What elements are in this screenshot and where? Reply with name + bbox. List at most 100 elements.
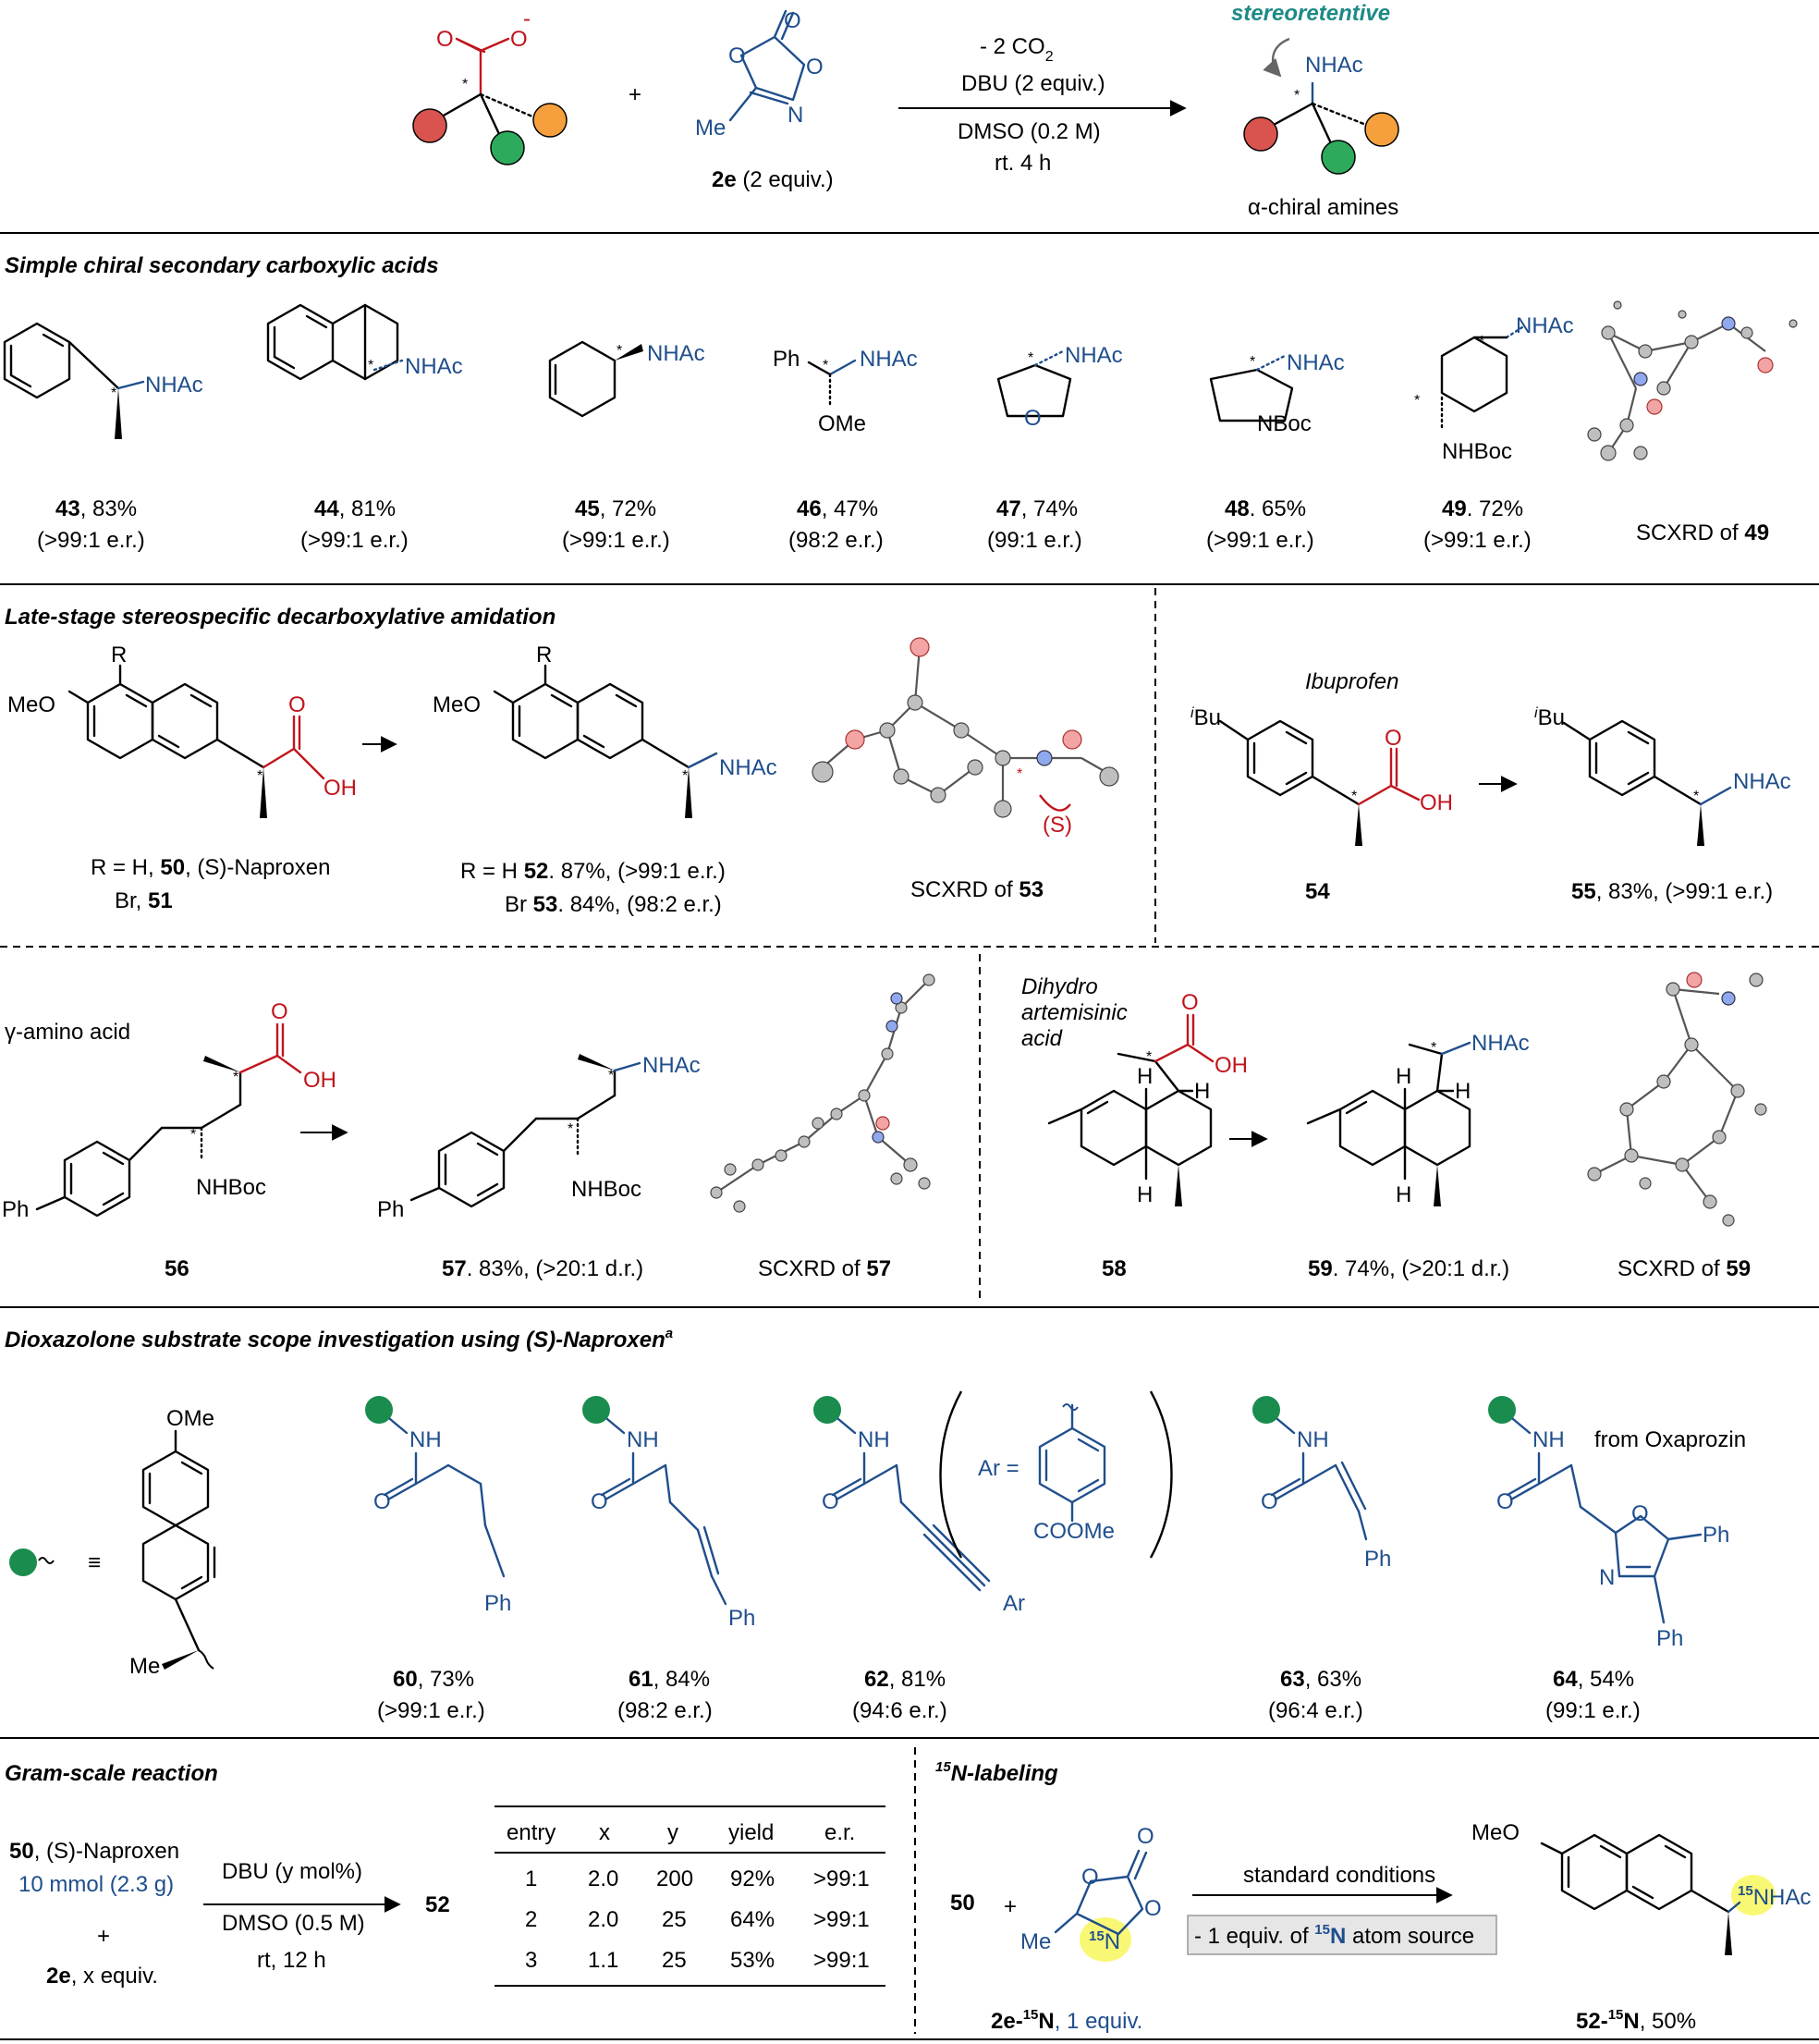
svg-text:Me: Me <box>129 1654 160 1679</box>
svg-text:Ph: Ph <box>1703 1523 1729 1548</box>
svg-text:O: O <box>1496 1489 1514 1514</box>
svg-text:NHAc: NHAc <box>860 347 918 372</box>
table-cell: 2.0 <box>588 1867 618 1891</box>
svg-text:(>99:1 e.r.): (>99:1 e.r.) <box>37 528 145 553</box>
svg-text:15NHAc: 15NHAc <box>1738 1883 1811 1910</box>
crystal-structure-59 <box>1587 972 1767 1227</box>
svg-text:50: 50 <box>950 1891 975 1915</box>
section1-title: Simple chiral secondary carboxylic acids <box>5 253 439 278</box>
svg-text:2e, x equiv.: 2e, x equiv. <box>46 1964 158 1989</box>
svg-text:*: * <box>233 1070 238 1085</box>
svg-text:58: 58 <box>1102 1256 1127 1281</box>
svg-text:OH: OH <box>324 776 357 801</box>
svg-text:*: * <box>1479 334 1484 349</box>
svg-text:45, 72%: 45, 72% <box>575 496 656 521</box>
svg-text:H: H <box>1137 1182 1153 1207</box>
table-cell: >99:1 <box>813 1907 870 1932</box>
svg-text:MeO: MeO <box>7 692 55 717</box>
svg-text:46, 47%: 46, 47% <box>797 496 878 521</box>
svg-text:Ph: Ph <box>773 347 800 372</box>
svg-text:SCXRD of 57: SCXRD of 57 <box>758 1256 891 1281</box>
svg-text:O: O <box>1261 1489 1278 1514</box>
ibuprofen-amide-structure: iBu NHAc * <box>1534 705 1791 846</box>
svg-text:Ph: Ph <box>377 1197 404 1222</box>
svg-text:artemisinic: artemisinic <box>1021 1000 1128 1025</box>
table-cell: 3 <box>525 1948 537 1973</box>
svg-text:(99:1 e.r.): (99:1 e.r.) <box>987 528 1082 553</box>
svg-text:63, 63%: 63, 63% <box>1280 1667 1361 1692</box>
svg-text:*: * <box>111 386 116 401</box>
svg-text:H: H <box>1194 1079 1210 1104</box>
svg-text:MeO: MeO <box>1471 1820 1520 1845</box>
svg-text:15N-labeling: 15N-labeling <box>935 1759 1058 1786</box>
svg-text:iBu: iBu <box>1190 705 1221 730</box>
svg-text:DBU (y mol%): DBU (y mol%) <box>222 1859 362 1884</box>
svg-text:Me: Me <box>1020 1929 1051 1954</box>
svg-text:NH: NH <box>627 1427 659 1452</box>
svg-text:Ph: Ph <box>484 1591 511 1616</box>
svg-text:NHAc: NHAc <box>642 1053 701 1078</box>
reagent-2e-id: 2e <box>712 167 737 192</box>
compound-62: NH O Ar <box>813 1396 1025 1616</box>
svg-text:OMe: OMe <box>818 411 866 436</box>
table-header: e.r. <box>824 1820 855 1845</box>
svg-text:*: * <box>608 1068 614 1083</box>
dioxazolone-15n: O O O 15N Me <box>1020 1824 1162 1962</box>
svg-text:OH: OH <box>1420 790 1453 815</box>
table-header: entry <box>507 1820 555 1845</box>
svg-text:R = H, 50, (S)-Naproxen: R = H, 50, (S)-Naproxen <box>91 855 330 880</box>
svg-text:(>99:1 e.r.): (>99:1 e.r.) <box>377 1698 485 1723</box>
svg-text:standard conditions: standard conditions <box>1243 1863 1435 1888</box>
svg-text:SCXRD of 59: SCXRD of 59 <box>1618 1256 1751 1281</box>
svg-text:H: H <box>1396 1064 1411 1089</box>
carboxylate-o-minus: O <box>510 27 528 52</box>
svg-text:15N: 15N <box>1089 1928 1120 1954</box>
ibuprofen-structure: Ibuprofen iBu O OH * <box>1190 669 1453 846</box>
table-cell: 1 <box>525 1867 537 1891</box>
svg-text:N: N <box>787 103 803 128</box>
green-substituent-circle <box>490 130 525 165</box>
table-cell: >99:1 <box>813 1948 870 1973</box>
svg-text:*: * <box>1414 393 1420 409</box>
naproxen-dot <box>9 1548 37 1576</box>
svg-text:(>99:1 e.r.): (>99:1 e.r.) <box>562 528 670 553</box>
svg-text:10 mmol (2.3 g): 10 mmol (2.3 g) <box>18 1872 174 1897</box>
15n-highlight <box>1080 1917 1131 1962</box>
svg-text:NHAc: NHAc <box>1516 313 1574 338</box>
section-simple-acids: Simple chiral secondary carboxylic acids… <box>3 253 1798 553</box>
svg-text:- 1 equiv. of 15N atom source: - 1 equiv. of 15N atom source <box>1194 1922 1474 1949</box>
svg-text:64, 54%: 64, 54% <box>1553 1667 1634 1692</box>
plus-sign: + <box>629 82 641 107</box>
section5-title: Gram-scale reaction <box>5 1761 218 1786</box>
orange-substituent-circle <box>532 103 568 138</box>
svg-text:(>99:1 e.r.): (>99:1 e.r.) <box>1423 528 1532 553</box>
svg-text:DMSO (0.5 M): DMSO (0.5 M) <box>222 1911 365 1936</box>
compound-59: H H H * NHAc <box>1306 1031 1530 1207</box>
svg-text:O: O <box>784 8 801 33</box>
section-15n-labeling: 15N-labeling 50 + O O O 15N Me 2e-15N, 1… <box>935 1759 1811 2034</box>
section-dha: Dihydro artemisinic acid H H H * O OH <box>1021 972 1767 1281</box>
compound-56: Ph * NHBoc * O OH <box>2 999 336 1222</box>
svg-text:(>99:1 e.r.): (>99:1 e.r.) <box>300 528 409 553</box>
svg-text:MeO: MeO <box>433 692 481 717</box>
table-cell: 25 <box>662 1948 687 1973</box>
svg-text:55, 83%, (>99:1 e.r.): 55, 83%, (>99:1 e.r.) <box>1571 879 1773 904</box>
svg-text:SCXRD of 53: SCXRD of 53 <box>910 877 1044 902</box>
table-cell: 1.1 <box>588 1948 618 1973</box>
crystal-structure-57 <box>710 973 935 1213</box>
svg-text:52: 52 <box>425 1892 450 1917</box>
svg-text:2e (2 equiv.): 2e (2 equiv.) <box>712 167 834 192</box>
svg-text:≡: ≡ <box>88 1550 101 1575</box>
svg-text:acid: acid <box>1021 1026 1063 1051</box>
compound-63: NH O Ph <box>1252 1396 1391 1572</box>
svg-text:NHAc: NHAc <box>647 341 705 366</box>
svg-text:NH: NH <box>409 1427 442 1452</box>
svg-text:43, 83%: 43, 83% <box>55 496 137 521</box>
svg-text:SCXRD of 49: SCXRD of 49 <box>1636 520 1769 545</box>
compound-52-15n: MeO 15NHAc <box>1471 1820 1811 1955</box>
svg-text:*: * <box>682 768 688 784</box>
svg-text:*: * <box>1017 766 1022 782</box>
svg-text:62, 81%: 62, 81% <box>864 1667 946 1692</box>
table-cell: 2.0 <box>588 1907 618 1932</box>
svg-text:*: * <box>462 77 468 92</box>
